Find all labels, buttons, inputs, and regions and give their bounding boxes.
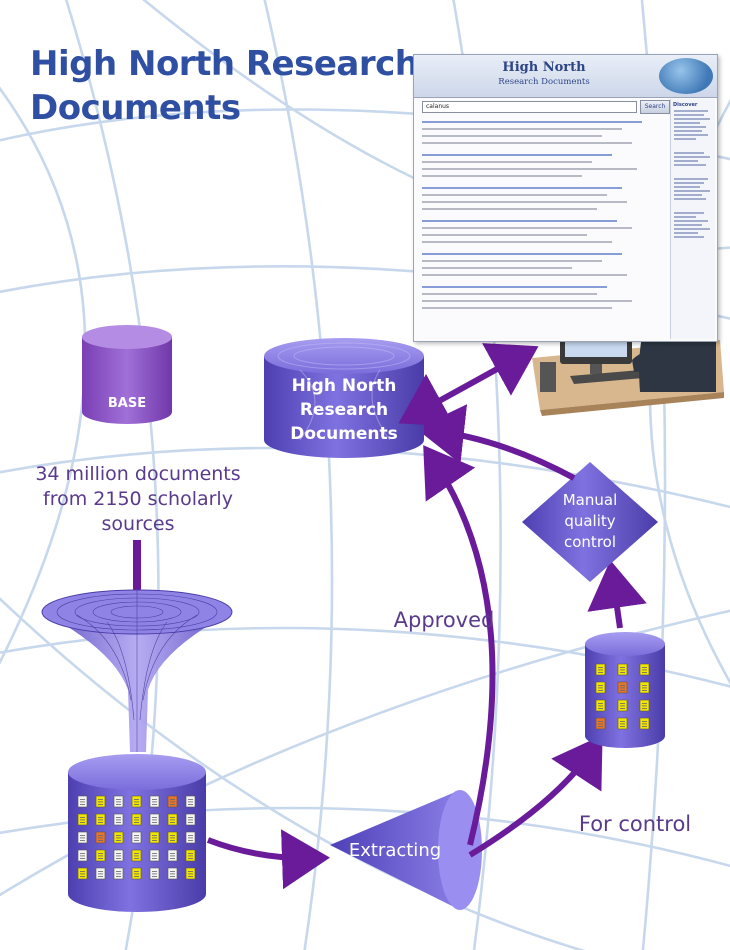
result-line	[422, 241, 612, 243]
result-line	[422, 220, 617, 222]
base-description-line-3: sources	[101, 513, 175, 535]
manual-qc-label: Manual quality control	[540, 490, 640, 553]
base-description-line-1: 34 million documents	[35, 463, 241, 485]
base-description: 34 million documents from 2150 scholarly…	[18, 462, 258, 537]
hnrd-label-line-3: Documents	[290, 424, 398, 444]
hnrd-cylinder	[264, 338, 424, 458]
result-line	[422, 234, 587, 236]
control-documents-cylinder	[585, 632, 665, 748]
for-control-arrow	[468, 734, 603, 858]
result-line	[422, 135, 602, 137]
document-icons	[77, 795, 196, 880]
result-line	[422, 300, 632, 302]
result-line	[422, 307, 612, 309]
website-screenshot: High North Research Documents calanus Se…	[413, 54, 718, 342]
result-line	[422, 187, 622, 189]
manual-qc-line-1: Manual	[562, 491, 618, 509]
approved-arrow	[423, 445, 496, 846]
funnel	[41, 589, 233, 752]
hnrd-label-line-1: High North	[291, 376, 397, 396]
manual-quality-control-diamond	[522, 462, 658, 582]
for-control-label: For control	[578, 812, 692, 836]
arrow-to-quality-control	[587, 560, 647, 629]
arrow-to-extracting	[206, 829, 330, 890]
base-description-line-2: from 2150 scholarly	[43, 488, 233, 510]
hnrd-user-arrow	[398, 343, 539, 427]
page-title: High North Research Documents	[30, 42, 430, 130]
base-cylinder	[82, 325, 172, 424]
result-line	[422, 286, 607, 288]
result-line	[422, 293, 597, 295]
result-line	[422, 194, 607, 196]
arrow-qc-to-hnrd	[416, 404, 576, 481]
result-line	[422, 201, 627, 203]
screenshot-subtitle: Research Documents	[498, 77, 590, 87]
result-line	[422, 253, 622, 255]
title-line-2: Documents	[30, 88, 241, 128]
screenshot-sidebar: Discover	[670, 99, 715, 339]
extracting-cone	[330, 790, 482, 910]
screenshot-search-input: calanus	[422, 101, 637, 113]
result-line	[422, 154, 612, 156]
globe-icon	[659, 58, 713, 94]
screenshot-header: High North Research Documents	[414, 55, 717, 98]
result-line	[422, 161, 592, 163]
result-line	[422, 142, 632, 144]
hnrd-label-line-2: Research	[299, 400, 389, 420]
result-line	[422, 168, 637, 170]
result-line	[422, 260, 602, 262]
extracting-label: Extracting	[348, 840, 442, 861]
sidebar-heading: Discover	[673, 102, 698, 108]
base-label: BASE	[107, 396, 147, 411]
title-line-1: High North Research	[30, 44, 419, 84]
approved-label: Approved	[393, 608, 495, 632]
document-icons	[595, 663, 650, 730]
result-line	[422, 121, 642, 123]
screenshot-title: High North	[502, 60, 586, 75]
result-line	[422, 274, 627, 276]
result-line	[422, 208, 597, 210]
result-line	[422, 175, 582, 177]
result-line	[422, 267, 572, 269]
result-line	[422, 227, 632, 229]
hnrd-label: High North Research Documents	[284, 374, 404, 446]
harvested-documents-cylinder	[68, 754, 206, 912]
screenshot-search-button: Search	[640, 100, 670, 114]
result-line	[422, 128, 622, 130]
manual-qc-line-3: control	[564, 533, 616, 551]
manual-qc-line-2: quality	[564, 512, 616, 530]
